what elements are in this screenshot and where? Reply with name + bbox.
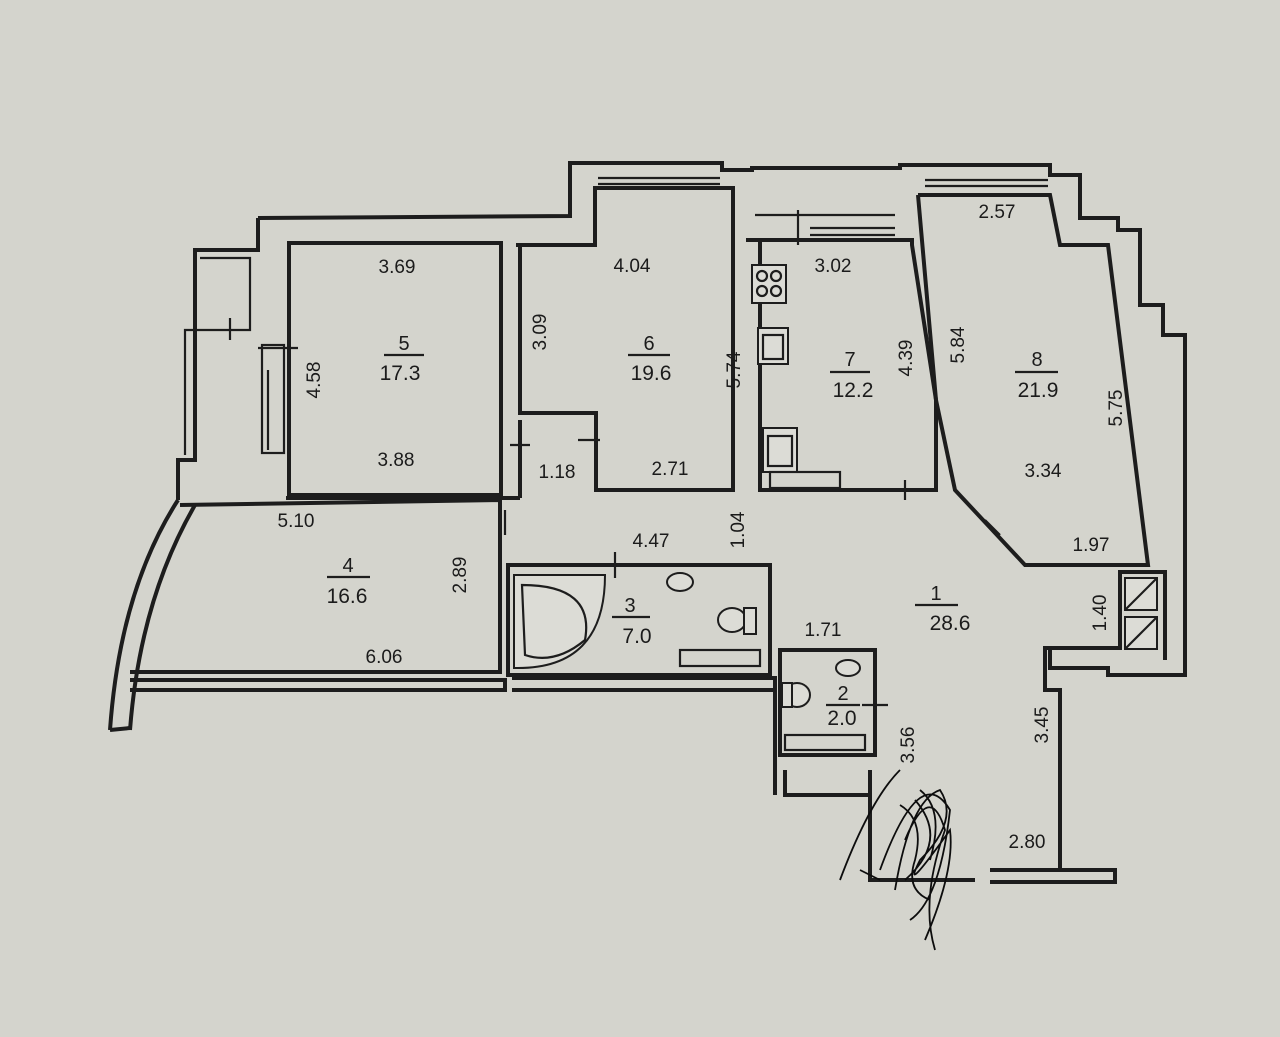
bath-sink-icon bbox=[666, 572, 694, 592]
plan-stroke bbox=[769, 284, 783, 298]
dim-r4-top: 5.10 bbox=[278, 511, 315, 532]
plan-stroke bbox=[1045, 570, 1167, 660]
plan-stroke bbox=[678, 648, 762, 668]
dim-r4-right: 2.89 bbox=[450, 557, 471, 594]
dim-r5-bottom: 3.88 bbox=[378, 450, 415, 471]
pen-scribble bbox=[839, 769, 952, 951]
plan-stroke bbox=[768, 470, 842, 490]
plan-stroke bbox=[183, 256, 252, 455]
plan-stroke bbox=[755, 284, 769, 298]
plan-stroke bbox=[512, 676, 777, 692]
plan-stroke bbox=[916, 193, 1151, 567]
room-2-walls bbox=[778, 648, 877, 757]
dim-r4-bottom: 6.06 bbox=[366, 647, 403, 668]
door-marks bbox=[228, 210, 1001, 707]
room-8-number: 8 bbox=[1031, 349, 1042, 371]
dim-r8-right: 5.75 bbox=[1106, 390, 1127, 427]
room-2-number: 2 bbox=[837, 683, 848, 705]
plan-stroke bbox=[1124, 616, 1158, 650]
plan-stroke bbox=[990, 868, 1117, 884]
plan-stroke bbox=[128, 503, 197, 731]
plan-stroke bbox=[755, 269, 769, 283]
plan-stroke bbox=[868, 795, 975, 882]
plan-stroke bbox=[130, 497, 502, 674]
plan-stroke bbox=[108, 498, 180, 731]
plan-stroke bbox=[130, 678, 507, 692]
room-7-area: 12.2 bbox=[833, 379, 874, 402]
plan-stroke bbox=[769, 269, 783, 283]
plan-stroke bbox=[984, 519, 1001, 536]
room-7-number: 7 bbox=[844, 349, 855, 371]
plan-stroke bbox=[783, 733, 867, 752]
room-6-number: 6 bbox=[643, 333, 654, 355]
dim-hall-140: 1.40 bbox=[1090, 595, 1111, 632]
plan-stroke bbox=[176, 218, 260, 500]
room-3-walls bbox=[506, 563, 772, 677]
stove-icon bbox=[751, 264, 787, 304]
room-1-area: 28.6 bbox=[930, 612, 971, 635]
dim-hall-171: 1.71 bbox=[805, 620, 842, 641]
room-5-area: 17.3 bbox=[380, 362, 421, 385]
dim-r2-right: 3.56 bbox=[898, 727, 919, 764]
dim-r7-top: 3.02 bbox=[815, 256, 852, 277]
plan-stroke bbox=[520, 583, 588, 659]
dim-r8-left: 5.84 bbox=[948, 326, 969, 363]
plan-stroke bbox=[109, 726, 131, 732]
plan-stroke bbox=[839, 769, 952, 951]
dim-r3-top: 4.47 bbox=[633, 531, 670, 552]
dimension-labels: 3.69 4.58 3.88 4.04 3.09 5.74 2.71 3.02 … bbox=[278, 202, 1127, 853]
toilet-icon bbox=[717, 607, 747, 633]
bathtub-icon bbox=[513, 574, 607, 670]
dim-r8-bottom: 1.97 bbox=[1073, 535, 1110, 556]
plan-stroke bbox=[1043, 648, 1062, 870]
plan-stroke bbox=[766, 434, 794, 468]
interior-walls bbox=[130, 176, 1167, 870]
room-8-area: 21.9 bbox=[1018, 379, 1059, 402]
fixtures bbox=[513, 264, 1158, 752]
dim-r5-top: 3.69 bbox=[379, 257, 416, 278]
plan-stroke bbox=[516, 186, 735, 492]
dim-r6-bottom: 2.71 bbox=[652, 459, 689, 480]
dim-hall-gap: 1.04 bbox=[728, 511, 749, 548]
room-1-number: 1 bbox=[930, 583, 941, 605]
room-4-area: 16.6 bbox=[327, 585, 368, 608]
dim-r8-mid: 3.34 bbox=[1025, 461, 1062, 482]
dim-r6-left: 3.09 bbox=[530, 314, 551, 351]
dim-r6-top: 4.04 bbox=[614, 256, 651, 277]
dim-r7-right: 4.39 bbox=[896, 340, 917, 377]
room-3-number: 3 bbox=[624, 595, 635, 617]
room-3-area: 7.0 bbox=[622, 625, 651, 648]
plan-stroke bbox=[1124, 577, 1158, 611]
dim-corridor-small: 1.18 bbox=[539, 462, 576, 483]
room-6-area: 19.6 bbox=[631, 362, 672, 385]
room-4-number: 4 bbox=[342, 555, 353, 577]
plan-stroke bbox=[743, 607, 757, 635]
plan-stroke bbox=[257, 161, 1187, 677]
dim-r5-left: 4.58 bbox=[304, 362, 325, 399]
plan-stroke bbox=[761, 333, 785, 361]
room-5-number: 5 bbox=[398, 333, 409, 355]
plan-stroke bbox=[781, 682, 793, 708]
sink-2-icon bbox=[835, 659, 861, 677]
plan-stroke bbox=[260, 343, 286, 455]
plan-stroke bbox=[783, 770, 872, 797]
dim-hall-280: 2.80 bbox=[1009, 832, 1046, 853]
dim-hall-345: 3.45 bbox=[1032, 707, 1053, 744]
room-labels: 5 6 7 8 4 3 1 2 17.3 19.6 12.2 21.9 16.6… bbox=[327, 333, 1059, 730]
room-2-area: 2.0 bbox=[827, 707, 856, 730]
outer-walls bbox=[108, 161, 1187, 884]
dim-r8-top: 2.57 bbox=[979, 202, 1016, 223]
room-5-walls bbox=[287, 241, 503, 497]
dim-r6-right: 5.74 bbox=[724, 351, 745, 388]
